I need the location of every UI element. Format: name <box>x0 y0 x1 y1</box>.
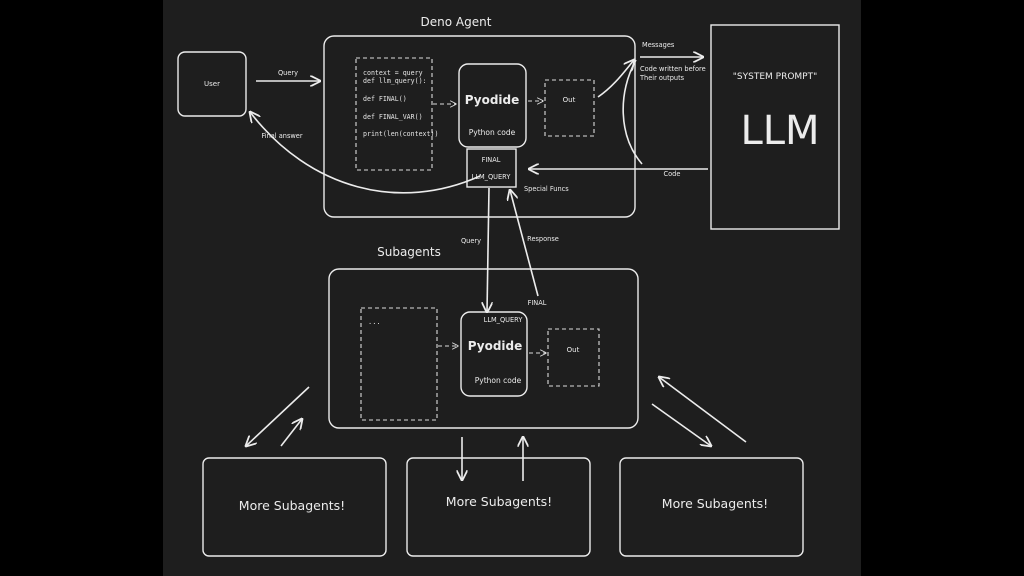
final-answer-arrow <box>250 112 481 194</box>
out-to-messages-arrow <box>597 60 634 98</box>
more-subagents-box-left <box>202 457 387 557</box>
subagent-code-block <box>360 307 438 421</box>
func-final: FINAL <box>482 156 501 164</box>
llm-title: LLM <box>740 108 819 154</box>
subagent-out-label: Out <box>567 346 580 354</box>
query-label: Query <box>278 69 298 77</box>
right-down-arrow <box>651 403 711 446</box>
subagent-out-box <box>547 328 600 387</box>
func-llm-query: LLM_QUERY <box>472 173 512 181</box>
more-subagents-right-label: More Subagents! <box>662 496 768 511</box>
code-line-2: def llm_query(): <box>363 77 427 85</box>
subagent-query-arrow <box>487 187 489 312</box>
subagent-response-arrow <box>510 190 539 297</box>
more-subagents-box-right <box>619 457 804 557</box>
subagent-code-placeholder: ... <box>368 318 381 326</box>
pyodide-subtitle: Python code <box>469 128 516 137</box>
subagent-response-label: Response <box>527 235 559 243</box>
user-label: User <box>204 80 220 88</box>
subagent-pyodide-subtitle: Python code <box>475 376 522 385</box>
system-prompt-label: "SYSTEM PROMPT" <box>733 72 817 82</box>
code-line-4: def FINAL_VAR() <box>363 113 423 121</box>
left-up-arrow <box>280 419 302 447</box>
subagent-pyodide-box <box>460 311 528 397</box>
code-line-5: print(len(context)) <box>363 130 438 138</box>
diagram-panel <box>163 0 861 576</box>
messages-note-1: Code written before <box>640 65 706 73</box>
messages-loop-curve <box>622 59 643 165</box>
pyodide-box <box>458 63 527 148</box>
subagents-box <box>328 268 639 429</box>
subagent-llm-query: LLM_QUERY <box>484 316 524 324</box>
code-line-3: def FINAL() <box>363 95 407 103</box>
deno-agent-title: Deno Agent <box>421 15 492 29</box>
out-label: Out <box>563 96 576 104</box>
special-funcs-box <box>466 148 517 188</box>
messages-label: Messages <box>642 41 675 49</box>
subagent-final-label: FINAL <box>528 299 547 307</box>
user-box <box>177 51 247 117</box>
right-up-arrow <box>659 377 747 443</box>
subagents-title: Subagents <box>377 245 441 259</box>
llm-box <box>710 24 840 230</box>
final-answer-label: Final answer <box>261 132 302 140</box>
subagent-pyodide-title: Pyodide <box>468 339 523 353</box>
out-box <box>544 79 595 137</box>
special-funcs-caption: Special Funcs <box>524 185 569 193</box>
deno-agent-box <box>323 35 636 218</box>
left-down-arrow <box>246 386 310 446</box>
code-block <box>355 57 433 171</box>
more-subagents-box-center <box>406 457 591 557</box>
code-label: Code <box>664 170 681 178</box>
subagent-query-label: Query <box>461 237 481 245</box>
more-subagents-left-label: More Subagents! <box>239 498 345 513</box>
pyodide-title: Pyodide <box>465 93 520 107</box>
code-line-1: context = query <box>363 69 423 77</box>
more-subagents-center-label: More Subagents! <box>446 494 552 509</box>
messages-note-2: Their outputs <box>639 74 685 82</box>
